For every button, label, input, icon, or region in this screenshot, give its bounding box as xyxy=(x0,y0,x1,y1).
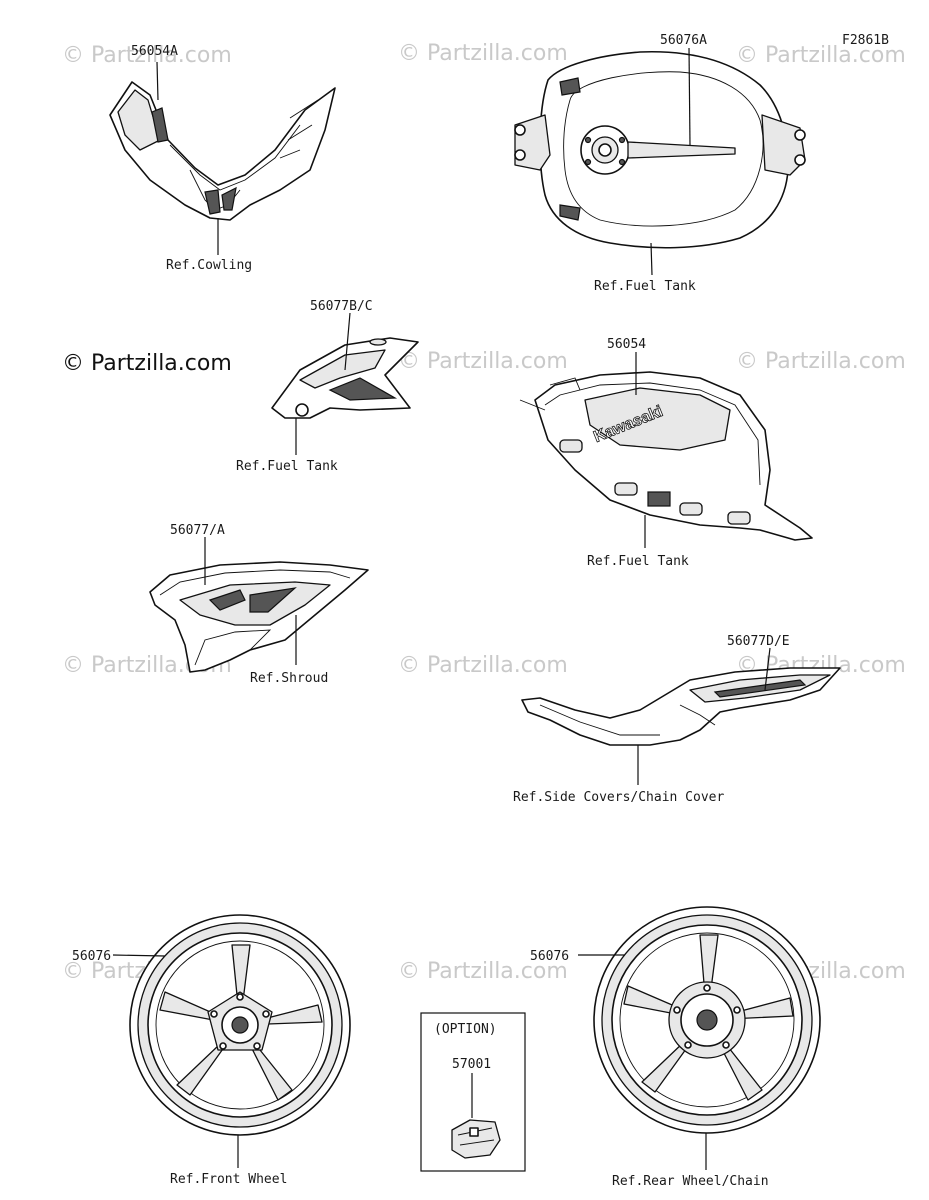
ref-label-front-wheel: Ref.Front Wheel xyxy=(170,1172,287,1187)
part-number-56076-rear: 56076 xyxy=(530,949,569,964)
watermark: © Partzilla.com xyxy=(398,653,568,678)
ref-label-cowling: Ref.Cowling xyxy=(166,258,252,273)
option-label: (OPTION) xyxy=(434,1022,497,1037)
tank-side-decal xyxy=(271,337,419,419)
ref-label-fuel-tank: Ref.Fuel Tank xyxy=(236,459,338,474)
part-number-56076a: 56076A xyxy=(660,33,707,48)
part-number-56077b-c: 56077B/C xyxy=(310,299,373,314)
front-wheel-decal xyxy=(129,914,351,1136)
side-cover-decal xyxy=(521,667,841,746)
watermark: © Partzilla.com xyxy=(736,349,906,374)
watermark-prominent: © Partzilla.com xyxy=(62,351,232,376)
ref-label-rear-wheel: Ref.Rear Wheel/Chain xyxy=(612,1174,769,1189)
ref-label-side-covers: Ref.Side Covers/Chain Cover xyxy=(513,790,724,805)
part-number-56077-a: 56077/A xyxy=(170,523,225,538)
watermark: © Partzilla.com xyxy=(736,43,906,68)
fuel-tank-side-decal: Kawasaki xyxy=(519,371,813,541)
part-number-56054: 56054 xyxy=(607,337,646,352)
part-number-56076-front: 56076 xyxy=(72,949,111,964)
part-number-56054a: 56054A xyxy=(131,44,178,59)
watermark: © Partzilla.com xyxy=(62,43,232,68)
watermark: © Partzilla.com xyxy=(398,959,568,984)
rear-wheel-decal xyxy=(593,906,821,1134)
diagram-code: F2861B xyxy=(842,33,889,48)
watermark: © Partzilla.com xyxy=(398,41,568,66)
part-number-56077d-e: 56077D/E xyxy=(727,634,790,649)
part-number-57001: 57001 xyxy=(452,1057,491,1072)
shroud-decal xyxy=(149,561,369,673)
cowling-decal xyxy=(109,81,336,221)
ref-label-fuel-tank: Ref.Fuel Tank xyxy=(594,279,696,294)
tool-clip xyxy=(451,1119,501,1159)
watermark: © Partzilla.com xyxy=(398,349,568,374)
fuel-tank-top-decal xyxy=(514,50,806,249)
ref-label-shroud: Ref.Shroud xyxy=(250,671,328,686)
option-box: (OPTION) 57001 xyxy=(420,1012,526,1172)
ref-label-fuel-tank: Ref.Fuel Tank xyxy=(587,554,689,569)
